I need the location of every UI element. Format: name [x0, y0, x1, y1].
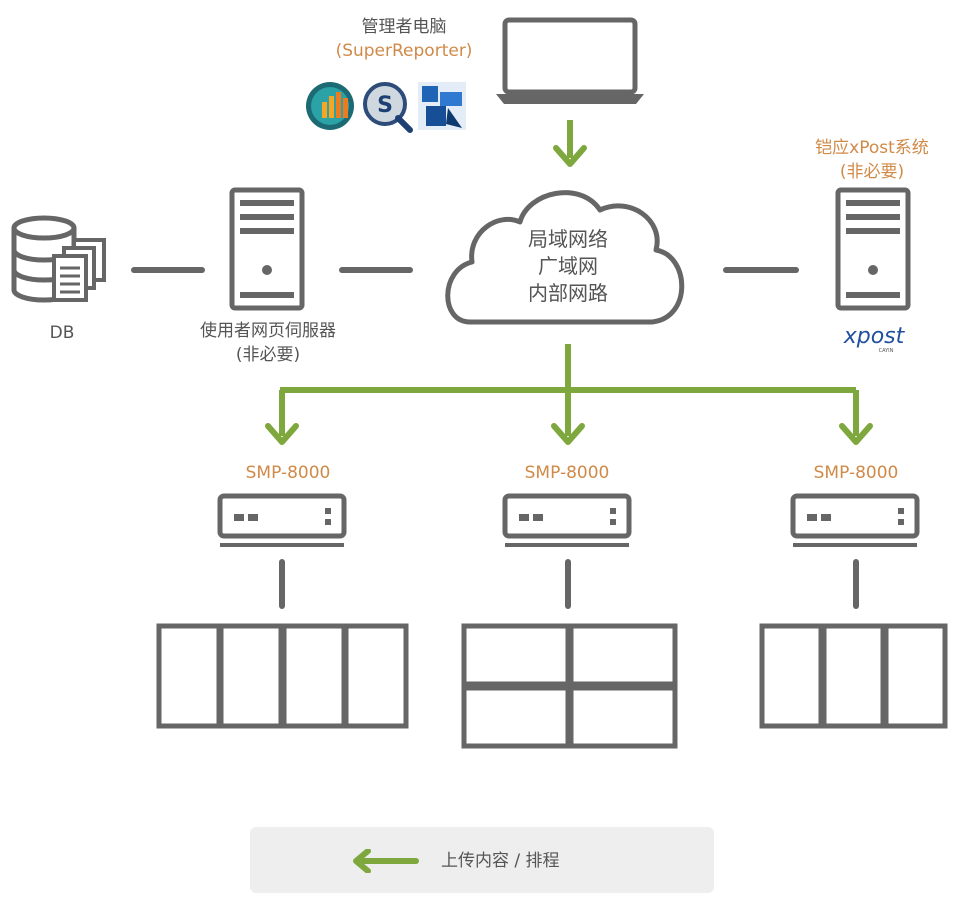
legend — [250, 827, 714, 893]
svg-text:S: S — [377, 93, 393, 118]
player-label-1: SMP-8000 — [246, 463, 331, 483]
xpost-title: 铠应xPost系统 — [815, 138, 929, 158]
smp-player-icon-1 — [217, 493, 347, 547]
arrow-laptop-to-cloud — [553, 120, 587, 167]
smp-player-icon-2 — [502, 493, 632, 547]
green-arrow-left-icon — [353, 849, 419, 873]
smp-player-icon-3 — [790, 493, 920, 547]
svg-text:CAYIN: CAYIN — [879, 348, 894, 354]
cloud-line-2: 广域网 — [538, 254, 598, 278]
web-server-subtitle: (非必要) — [236, 345, 300, 365]
distribution-arrows — [265, 344, 873, 445]
player-label-3: SMP-8000 — [814, 463, 899, 483]
manager-title: 管理者电脑 — [362, 17, 447, 37]
db-label: DB — [50, 323, 75, 343]
xpost-logo: xpost CAYIN — [843, 324, 906, 354]
manager-laptop-icon — [496, 17, 644, 104]
documents-icon — [52, 238, 106, 302]
cloud-line-1: 局域网络 — [528, 227, 608, 251]
xpost-subtitle: (非必要) — [840, 162, 904, 182]
network-cloud-icon — [445, 190, 685, 325]
video-wall-1x4 — [156, 623, 409, 729]
player-label-2: SMP-8000 — [525, 463, 610, 483]
chart-app-icon — [306, 82, 354, 130]
web-server-icon — [229, 187, 305, 311]
xpost-window-app-icon — [418, 82, 466, 130]
manager-subtitle: (SuperReporter) — [336, 41, 473, 61]
video-wall-2x2 — [461, 623, 678, 749]
svg-text:xpost: xpost — [843, 324, 906, 349]
cloud-line-3: 内部网路 — [528, 281, 608, 305]
legend-text: 上传内容 / 排程 — [441, 851, 560, 871]
xpost-server-icon — [835, 187, 911, 311]
web-server-title: 使用者网页伺服器 — [200, 320, 336, 341]
video-wall-1x3 — [759, 623, 948, 729]
search-s-app-icon: S — [363, 82, 413, 133]
